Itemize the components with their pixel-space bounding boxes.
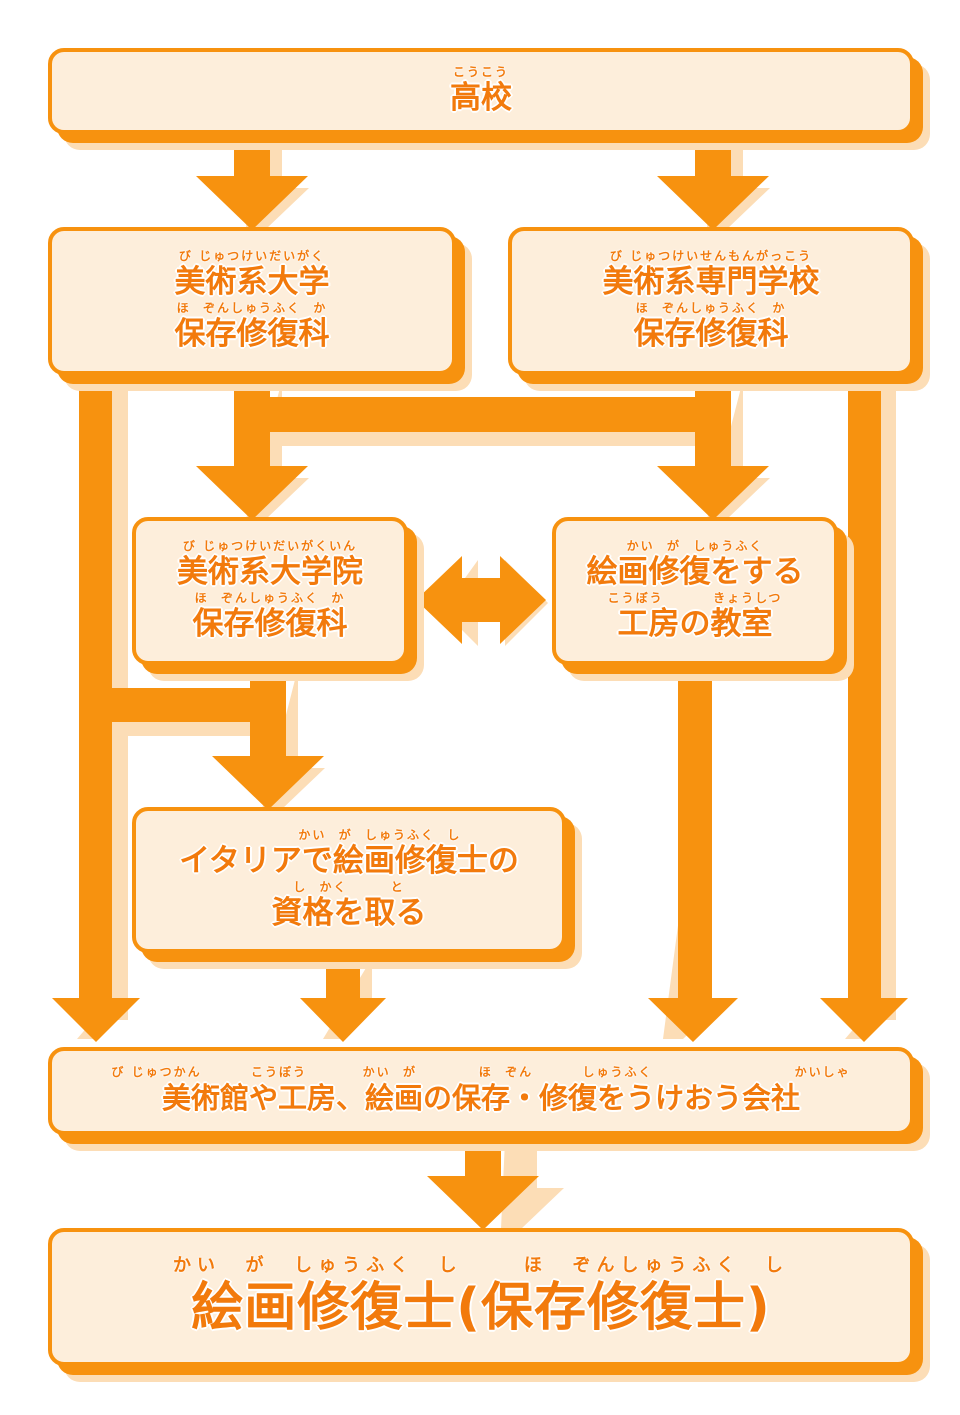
node-label: 絵画修復をする [586, 554, 804, 590]
hbar-shadow-top [282, 432, 700, 446]
node-label: 高校 [450, 80, 512, 116]
hbar-mid [112, 688, 258, 722]
double-arrow-grad-workshop [416, 556, 546, 644]
node-label: 保存修復科 [192, 606, 348, 642]
node-label: 保存修復科 [633, 316, 789, 352]
furigana: かい が しゅうふく [626, 539, 764, 553]
node-label: 美術系大学院 [177, 554, 363, 590]
node-line: かい が しゅうふく し イタリアで絵画修復士の [179, 828, 519, 880]
node-italy-qualification: かい が しゅうふく し イタリアで絵画修復士の し かく と 資格を取る [132, 807, 566, 953]
node-line: び じゅつけいだいがくいん 美術系大学院 [177, 539, 363, 591]
hbar-shadow-mid [128, 722, 258, 736]
node-label: 美術系専門学校 [602, 264, 820, 300]
node-label: 美術館や工房、絵画の保存・修復をうけおう会社 [161, 1081, 800, 1115]
node-label: イタリアで絵画修復士の [179, 843, 519, 879]
arrow-univ-to-grad [196, 370, 308, 520]
arrow-workshop-to-employers [648, 660, 738, 1042]
node-high-school: こうこう 高校 [48, 48, 914, 134]
trunk-right [848, 370, 881, 1000]
arrow-left-to-employers [52, 990, 140, 1042]
connector-arrows [52, 135, 908, 1230]
furigana: び じゅつけいだいがく [178, 249, 326, 263]
node-line: び じゅつけいだいがく 美術系大学 [175, 249, 330, 301]
node-employers: び じゅつかん こうぼう かい が ほ ぞん しゅうふく かいしゃ 美術館や工房… [48, 1047, 914, 1135]
node-label: 絵画修復士(保存修復士) [191, 1278, 771, 1338]
furigana: かい が しゅうふく し ほ ぞんしゅうふく し [173, 1255, 789, 1276]
arrow-grad-to-italy [212, 660, 324, 810]
node-line: かい が しゅうふく 絵画修復をする [587, 539, 804, 591]
furigana: ほ ぞんしゅうふく か [635, 301, 787, 315]
arrow-right-to-employers [820, 990, 908, 1042]
arrow-hs-to-univ [196, 135, 308, 230]
arrow-shadow-employers-final [501, 1140, 564, 1229]
node-line: び じゅつけいせんもんがっこう 美術系専門学校 [603, 249, 820, 301]
node-restoration-workshop-class: かい が しゅうふく 絵画修復をする こうぼう きょうしつ 工房の教室 [552, 517, 838, 665]
node-label: 美術系大学 [174, 264, 330, 300]
node-line: ほ ぞんしゅうふく か 保存修復科 [193, 591, 348, 643]
node-line: し かく と 資格を取る [272, 880, 427, 932]
node-label: 資格を取る [271, 895, 427, 931]
furigana: ほ ぞんしゅうふく か [176, 301, 328, 315]
node-label: 保存修復科 [174, 316, 330, 352]
furigana: び じゅつけいせんもんがっこう [609, 249, 813, 263]
node-art-graduate-school: び じゅつけいだいがくいん 美術系大学院 ほ ぞんしゅうふく か 保存修復科 [132, 517, 408, 665]
trunk-shadow-right [880, 380, 896, 1020]
furigana: こうこう [452, 65, 509, 79]
arrow-employers-to-final [427, 1135, 539, 1230]
node-art-vocational-school: び じゅつけいせんもんがっこう 美術系専門学校 ほ ぞんしゅうふく か 保存修復… [508, 227, 914, 375]
node-line: ほ ぞんしゅうふく か 保存修復科 [634, 301, 789, 353]
node-label: 工房の教室 [617, 606, 773, 642]
furigana: び じゅつけいだいがくいん [182, 539, 358, 553]
furigana: び じゅつかん こうぼう かい が ほ ぞん しゅうふく かいしゃ [111, 1065, 851, 1079]
node-line: ほ ぞんしゅうふく か 保存修復科 [175, 301, 330, 353]
furigana: し かく と [293, 880, 405, 894]
node-line: び じゅつかん こうぼう かい が ほ ぞん しゅうふく かいしゃ 美術館や工房… [111, 1065, 850, 1117]
furigana: こうぼう きょうしつ [607, 591, 783, 605]
node-line: かい が しゅうふく し ほ ぞんしゅうふく し 絵画修復士(保存修復士) [173, 1255, 789, 1339]
hbar-top [266, 397, 700, 432]
node-line: こうぼう きょうしつ 工房の教室 [608, 591, 783, 643]
node-art-university: び じゅつけいだいがく 美術系大学 ほ ぞんしゅうふく か 保存修復科 [48, 227, 456, 375]
furigana: かい が しゅうふく し [236, 828, 462, 842]
arrow-italy-to-employers [300, 950, 386, 1042]
trunk-left [79, 370, 112, 1000]
arrow-voc-to-workshop [657, 370, 769, 520]
arrow-hs-to-voc [657, 135, 769, 230]
node-line: こうこう 高校 [450, 65, 512, 117]
node-painting-restorer: かい が しゅうふく し ほ ぞんしゅうふく し 絵画修復士(保存修復士) [48, 1228, 914, 1366]
furigana: ほ ぞんしゅうふく か [194, 591, 346, 605]
